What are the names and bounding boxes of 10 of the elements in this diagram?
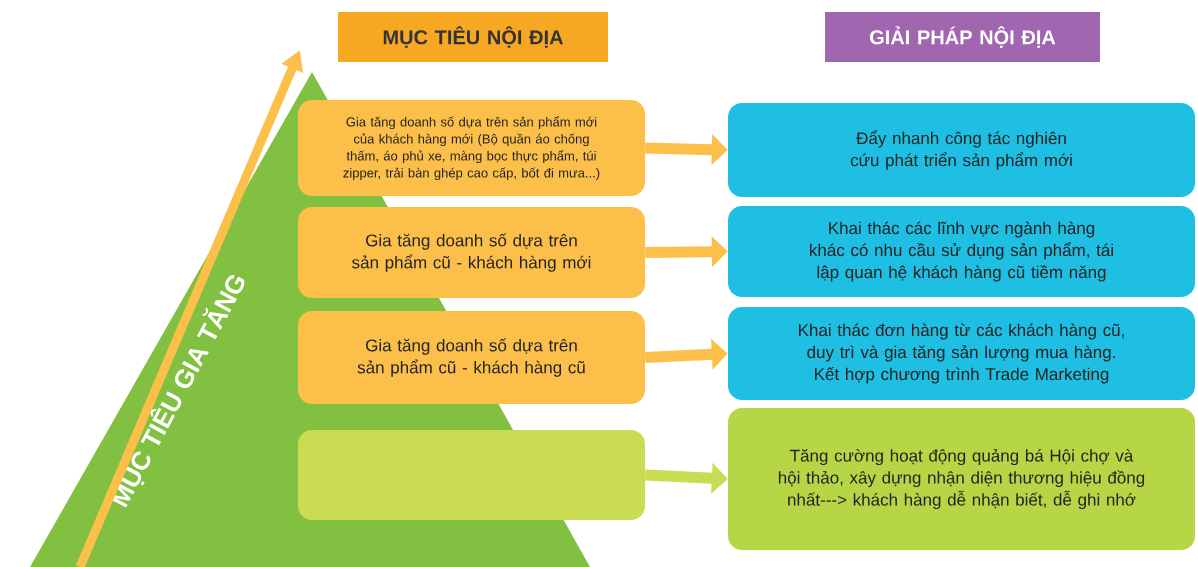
solution-box: Tăng cường hoạt động quảng bá Hội chợ và hội thảo, xây dựng nhận diện thương hiệu đồng nhất---> khách hàng dễ nhận biết, dễ ghi nhớ xyxy=(728,408,1195,550)
solution-box: Đẩy nhanh công tác nghiên cứu phát triển sản phẩm mới xyxy=(728,103,1195,197)
solution-box: Khai thác đơn hàng từ các khách hàng cũ, duy trì và gia tăng sản lượng mua hàng. Kết hợp chương trình Trade Marketing xyxy=(728,307,1195,400)
solution-box: Khai thác các lĩnh vực ngành hàng khác có nhu cầu sử dụng sản phẩm, tái lập quan hệ khách hàng cũ tiềm năng xyxy=(728,206,1195,297)
header-box: GIẢI PHÁP NỘI ĐỊA xyxy=(825,12,1100,62)
goal-box: Gia tăng doanh số dựa trên sản phẩm cũ - khách hàng mới xyxy=(298,207,645,298)
empty-box xyxy=(298,430,645,520)
header-box: MỤC TIÊU NỘI ĐỊA xyxy=(338,12,608,62)
goal-box: Gia tăng doanh số dựa trên sản phẩm mới của khách hàng mới (Bộ quần áo chống thấm, áo phủ xe, màng bọc thực phẩm, túi zipper, trải bàn ghép cao cấp, bốt đi mưa...) xyxy=(298,100,645,196)
goal-box: Gia tăng doanh số dựa trên sản phẩm cũ - khách hàng cũ xyxy=(298,311,645,404)
